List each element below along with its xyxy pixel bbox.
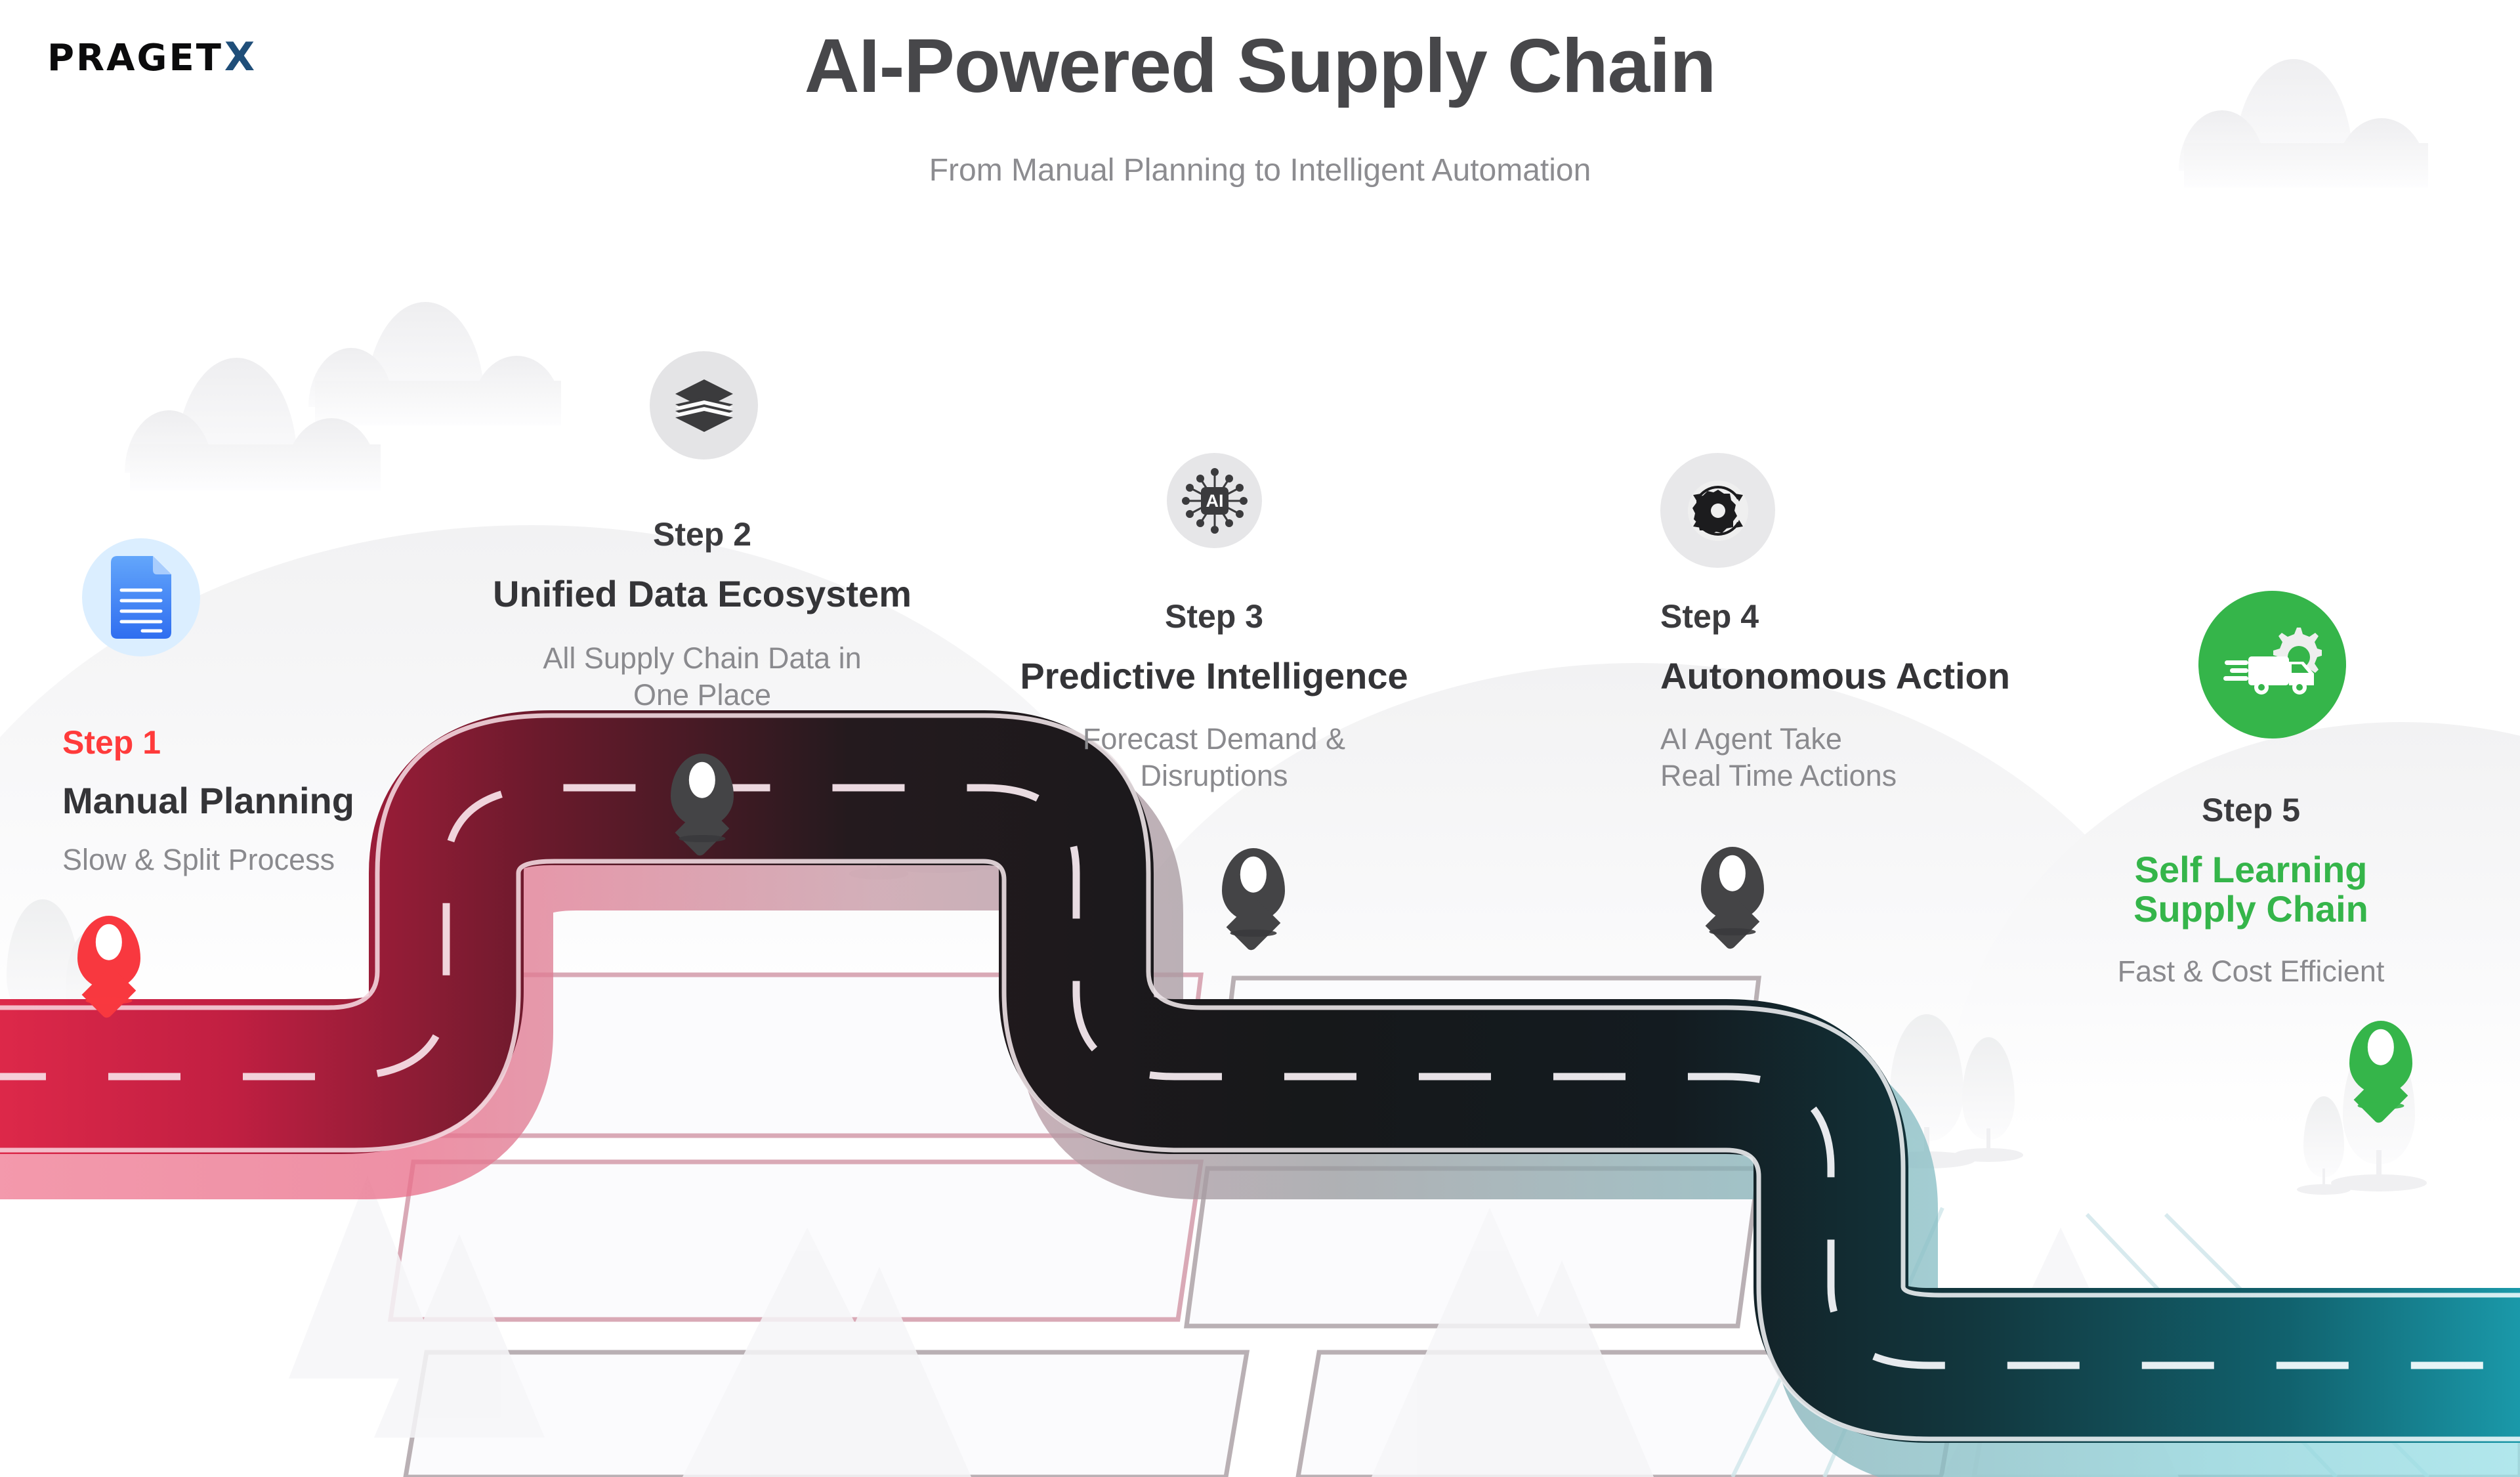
step-5-name-line-2: Supply Chain	[2133, 888, 2368, 930]
cloud-left-lower	[125, 358, 387, 490]
lane-markings	[0, 784, 2520, 1369]
map-pin-step-4	[1701, 847, 1764, 936]
step-5-label: Step 5	[2201, 792, 2301, 828]
step-3-label: Step 3	[1164, 598, 1264, 635]
map-pin-step-1	[77, 916, 140, 1005]
brand-logo[interactable]: PRAGET X	[47, 34, 255, 80]
step-3-desc-line-2: Disruptions	[1140, 759, 1288, 793]
step-3-icon-badge: AI	[1167, 453, 1262, 548]
step-4-name: Autonomous Action	[1660, 655, 2010, 696]
step-1-icon-badge	[82, 538, 200, 656]
step-5-name-line-1: Self Learning	[2134, 849, 2368, 890]
step-2-name: Unified Data Ecosystem	[493, 573, 912, 614]
step-1-desc: Slow & Split Process	[62, 843, 335, 876]
step-2-icon-badge	[650, 351, 758, 460]
step-5-icon-badge	[2198, 591, 2346, 739]
step-5-name: Self Learning Supply Chain	[2028, 849, 2474, 930]
road-path	[0, 710, 2520, 1477]
step-1-label: Step 1	[62, 724, 161, 761]
step-4-label: Step 4	[1660, 598, 1759, 635]
brand-name: PRAGET	[47, 37, 223, 79]
cloud-left-upper	[308, 302, 571, 427]
ai-chip-icon: AI	[1181, 467, 1248, 534]
step-5-desc: Fast & Cost Efficient	[2117, 954, 2385, 988]
page-subtitle: From Manual Planning to Intelligent Auto…	[929, 153, 1591, 188]
map-pin-step-5	[2349, 1021, 2412, 1110]
ai-chip-text: AI	[1206, 491, 1223, 511]
step-3-desc: Forecast Demand & Disruptions	[1011, 721, 1418, 795]
step-1-name: Manual Planning	[62, 780, 354, 821]
step-4-icon-badge	[1660, 453, 1775, 568]
brand-x-mark: X	[224, 34, 255, 80]
layers-icon	[675, 379, 733, 432]
step-2-desc-line-1: All Supply Chain Data in	[543, 641, 862, 675]
step-3-desc-line-1: Forecast Demand &	[1082, 722, 1346, 756]
step-3-name: Predictive Intelligence	[1020, 655, 1408, 696]
document-icon	[111, 556, 171, 639]
delivery-truck-gear-icon	[2223, 627, 2322, 695]
step-2-desc-line-2: One Place	[633, 678, 772, 712]
step-4-desc-line-2: Real Time Actions	[1660, 759, 1897, 793]
step-2-desc: All Supply Chain Data in One Place	[499, 640, 906, 714]
step-4-desc: AI Agent Take Real Time Actions	[1660, 721, 1897, 795]
map-pin-step-2	[671, 754, 734, 843]
map-pin-step-3	[1222, 848, 1285, 937]
gear-cycle-icon	[1687, 480, 1748, 541]
page-title: AI-Powered Supply Chain	[804, 23, 1716, 108]
step-4-desc-line-1: AI Agent Take	[1660, 722, 1842, 756]
step-2-label: Step 2	[652, 516, 752, 553]
